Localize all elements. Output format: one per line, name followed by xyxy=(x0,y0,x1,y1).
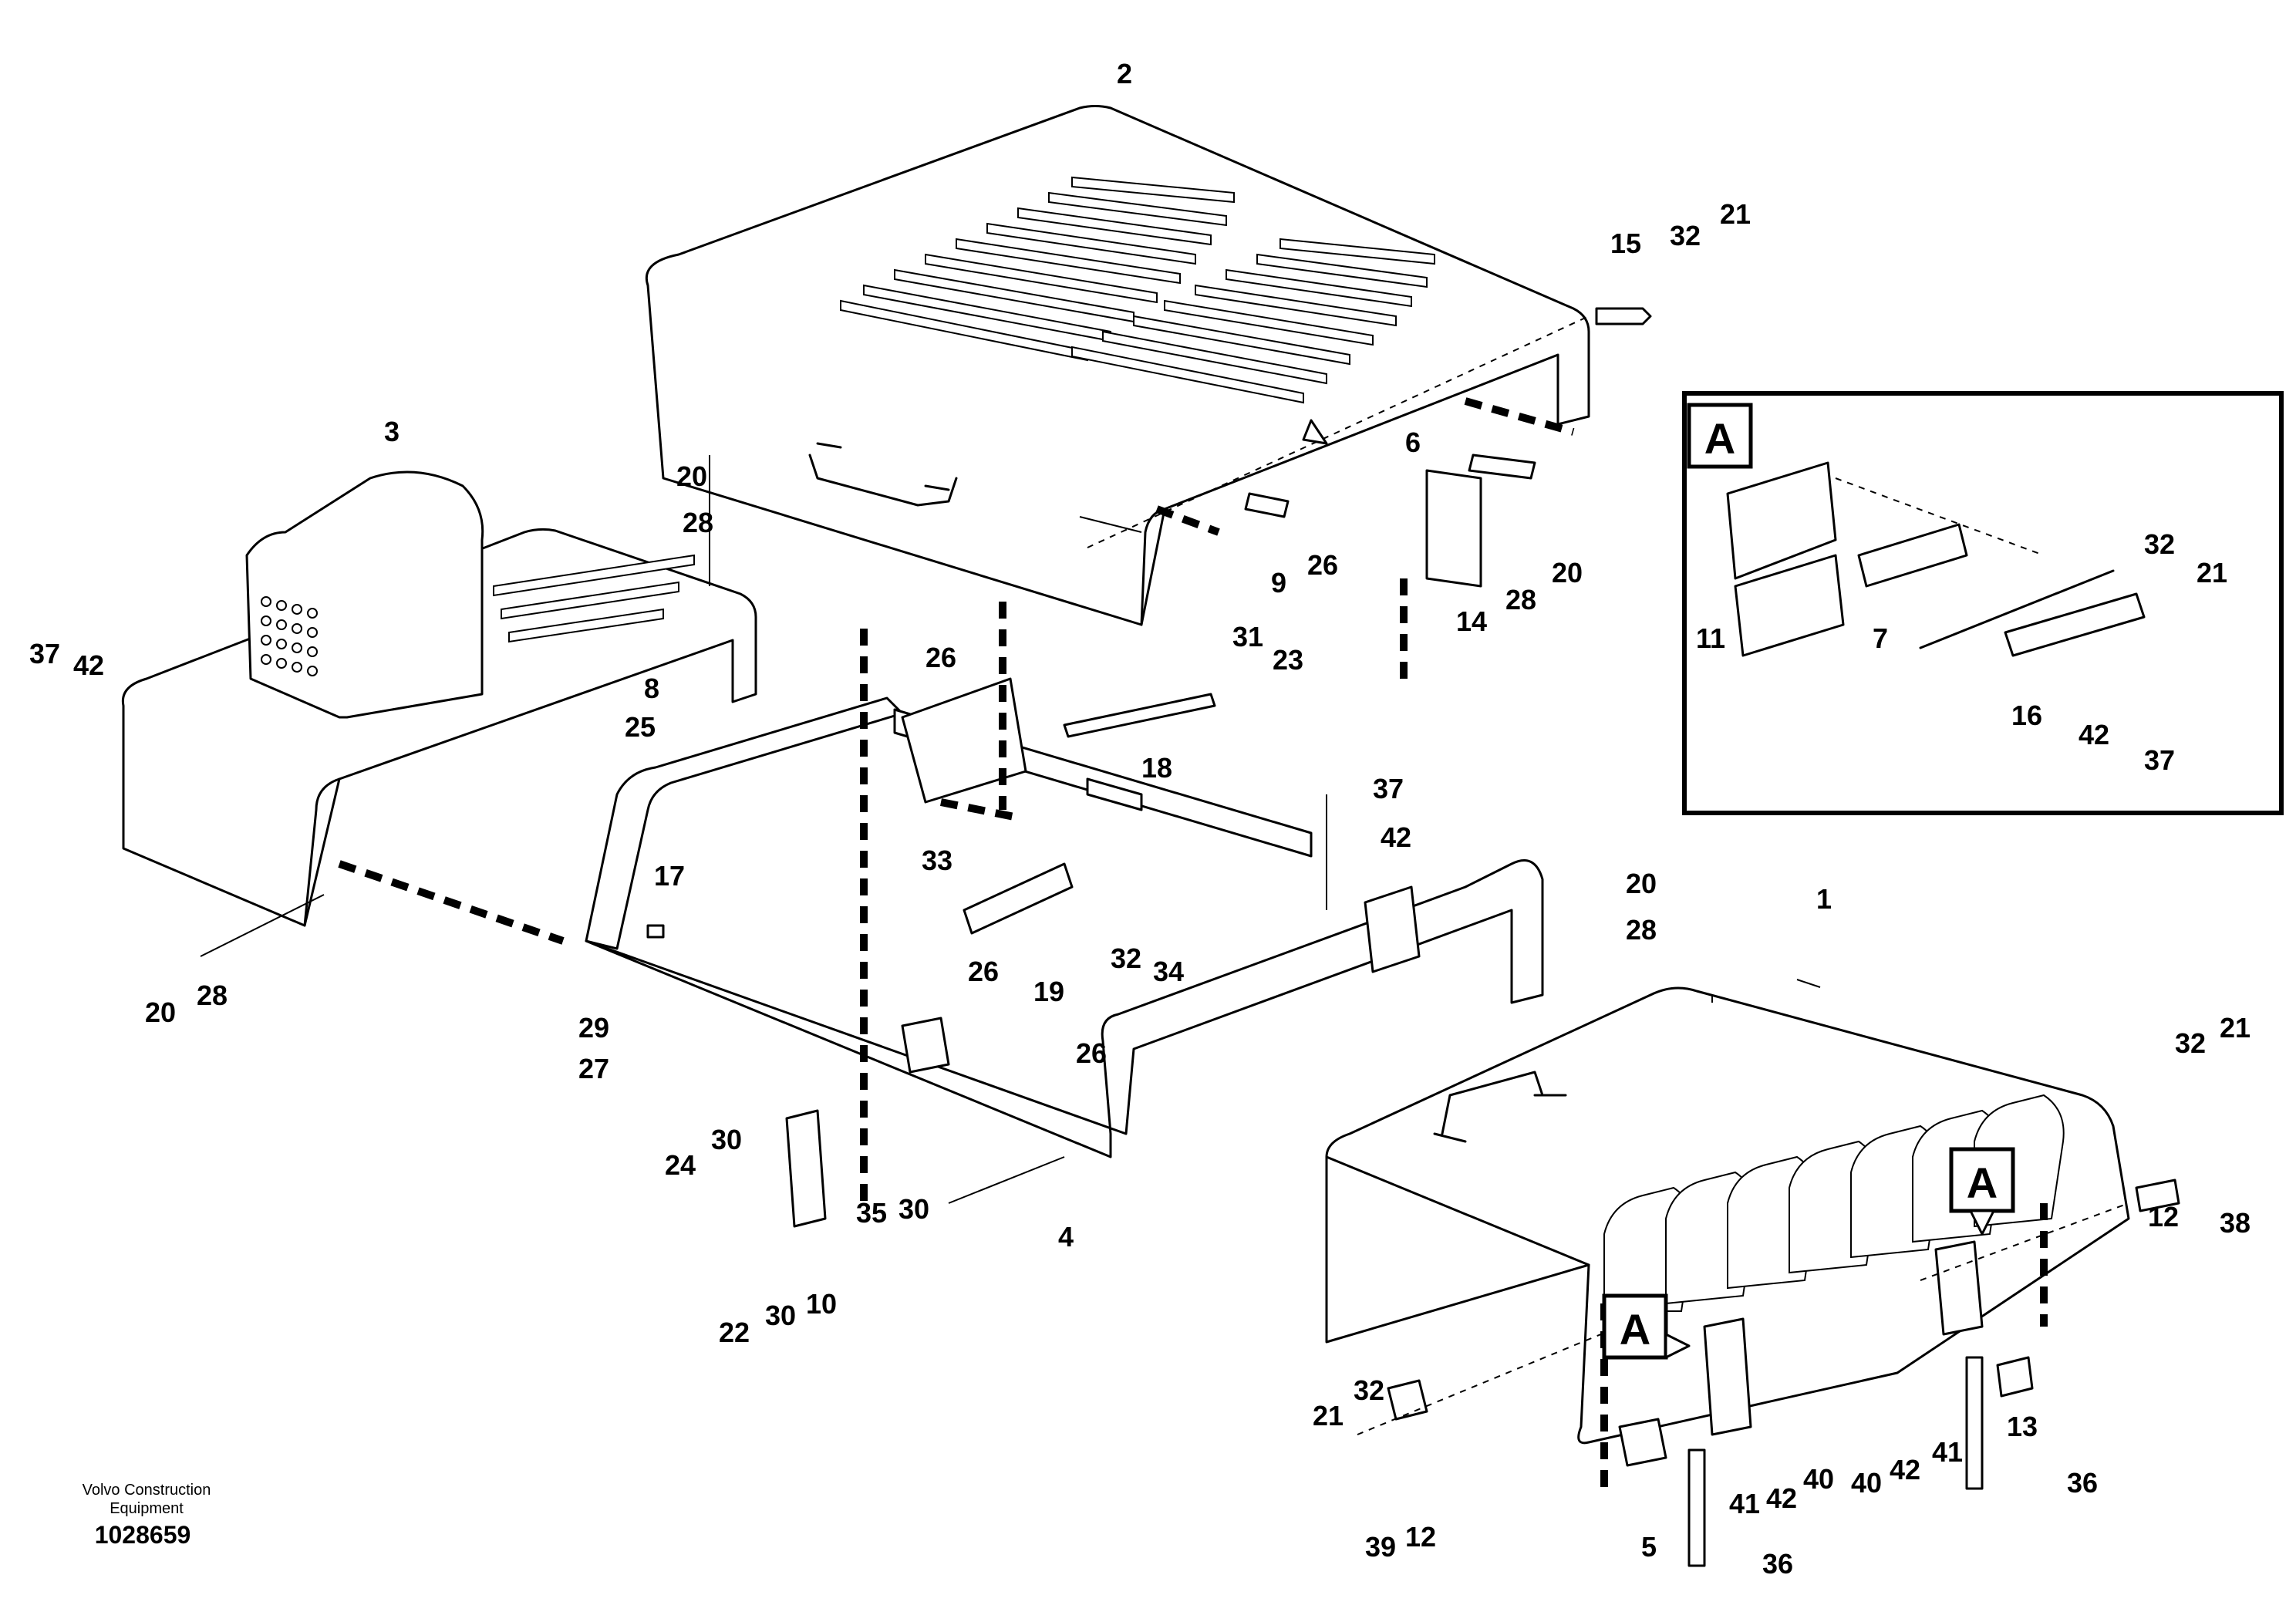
detail-tag-label: A xyxy=(1967,1158,1998,1207)
callout-8: 8 xyxy=(644,673,659,704)
callout-28-d: 28 xyxy=(197,980,228,1011)
callout-22: 22 xyxy=(719,1317,750,1348)
document-number: 1028659 xyxy=(94,1521,191,1549)
callout-6: 6 xyxy=(1405,427,1421,458)
callout-34: 34 xyxy=(1153,956,1184,987)
callout-labels: 1 2 3 4 5 6 7 8 9 10 11 12 12 13 14 15 1… xyxy=(29,58,2250,1580)
callout-28-c: 28 xyxy=(1626,914,1657,946)
callout-26-d: 26 xyxy=(1076,1037,1107,1069)
callout-26: 26 xyxy=(1307,549,1338,581)
top-cover-part xyxy=(646,105,1590,626)
callout-10: 10 xyxy=(806,1288,837,1320)
callout-3: 3 xyxy=(384,416,400,447)
callout-30-c: 30 xyxy=(765,1300,796,1331)
detail-tag-label: A xyxy=(1620,1305,1650,1354)
callout-14: 14 xyxy=(1456,605,1487,637)
callout-13: 13 xyxy=(2007,1411,2038,1442)
leader-lines xyxy=(200,315,2129,1435)
callout-31: 31 xyxy=(1232,621,1263,653)
callout-16: 16 xyxy=(2011,700,2042,731)
callout-32: 32 xyxy=(1670,220,1701,251)
callout-42: 42 xyxy=(2079,719,2109,750)
callout-21-c: 21 xyxy=(2220,1012,2250,1044)
callout-35: 35 xyxy=(856,1197,887,1229)
vent-slots-left xyxy=(840,176,1235,362)
callout-36-b: 36 xyxy=(1762,1548,1793,1580)
callout-42-d: 42 xyxy=(1766,1482,1797,1514)
callout-33: 33 xyxy=(922,845,952,876)
cover-handle xyxy=(808,454,958,507)
callout-40-b: 40 xyxy=(1851,1467,1882,1499)
cooling-fins xyxy=(1603,1094,2065,1312)
callout-32-c: 32 xyxy=(1111,943,1141,974)
callout-20-b: 20 xyxy=(1552,557,1583,588)
detail-tag-box: A xyxy=(1602,1293,1691,1360)
callout-40: 40 xyxy=(1803,1463,1834,1495)
air-intake-housing xyxy=(245,470,484,719)
callout-26-b: 26 xyxy=(925,642,956,673)
callout-19: 19 xyxy=(1033,976,1064,1007)
callout-32-e: 32 xyxy=(1354,1374,1384,1406)
intake-grid xyxy=(261,596,318,676)
callout-2: 2 xyxy=(1117,58,1132,89)
callout-20-d: 20 xyxy=(145,996,176,1028)
callout-28-b: 28 xyxy=(1505,584,1536,615)
right-cover-handle xyxy=(1441,1071,1544,1135)
vent-slots-right xyxy=(1071,238,1435,404)
callout-38: 38 xyxy=(2220,1207,2250,1239)
callout-29: 29 xyxy=(578,1012,609,1044)
callout-32-b: 32 xyxy=(2144,528,2175,560)
callout-36: 36 xyxy=(2067,1467,2098,1499)
callout-20: 20 xyxy=(676,460,707,492)
callout-32-d: 32 xyxy=(2175,1027,2206,1059)
detail-tag-label: A xyxy=(1704,414,1735,463)
callout-26-c: 26 xyxy=(968,956,999,987)
callout-18: 18 xyxy=(1141,752,1172,784)
callout-30: 30 xyxy=(711,1124,742,1155)
detail-a-box xyxy=(1682,391,2284,815)
callout-42-b: 42 xyxy=(1381,821,1411,853)
callout-5: 5 xyxy=(1641,1531,1657,1563)
callout-20-c: 20 xyxy=(1626,868,1657,899)
callout-39: 39 xyxy=(1365,1531,1396,1563)
callout-41-b: 41 xyxy=(1932,1436,1963,1468)
callout-15: 15 xyxy=(1610,228,1641,259)
callout-25: 25 xyxy=(625,711,656,743)
detail-tag-box: A xyxy=(1949,1147,2015,1236)
callout-30-b: 30 xyxy=(899,1193,929,1225)
support-frame-part xyxy=(585,677,1544,1158)
callout-4: 4 xyxy=(1058,1221,1074,1253)
callout-9: 9 xyxy=(1271,567,1286,599)
callout-42-c: 42 xyxy=(73,649,104,681)
callout-41: 41 xyxy=(1729,1488,1760,1519)
callout-42-e: 42 xyxy=(1890,1454,1920,1485)
callout-1: 1 xyxy=(1816,883,1832,915)
callout-11: 11 xyxy=(1696,622,1725,654)
left-cover-part xyxy=(121,470,757,927)
maker-caption: Volvo Construction Equipment xyxy=(82,1482,211,1517)
callout-37-c: 37 xyxy=(29,638,60,669)
callout-37: 37 xyxy=(2144,744,2175,776)
callout-17: 17 xyxy=(654,860,685,892)
callout-24: 24 xyxy=(665,1149,696,1181)
callout-27: 27 xyxy=(578,1053,609,1084)
hardware-parts xyxy=(646,307,2180,1567)
right-cover-part xyxy=(1325,986,2130,1445)
detail-tag-box: A xyxy=(1687,403,1753,469)
callout-7: 7 xyxy=(1873,622,1888,654)
callout-21-d: 21 xyxy=(1313,1400,1344,1431)
callout-23: 23 xyxy=(1273,644,1303,676)
callout-12: 12 xyxy=(2148,1201,2179,1233)
callout-21-b: 21 xyxy=(2197,557,2227,588)
callout-28: 28 xyxy=(683,507,713,538)
callout-37-b: 37 xyxy=(1373,773,1404,804)
callout-12-lower: 12 xyxy=(1405,1521,1436,1553)
callout-21: 21 xyxy=(1720,198,1751,230)
detail-a-hinge xyxy=(1726,461,2146,657)
